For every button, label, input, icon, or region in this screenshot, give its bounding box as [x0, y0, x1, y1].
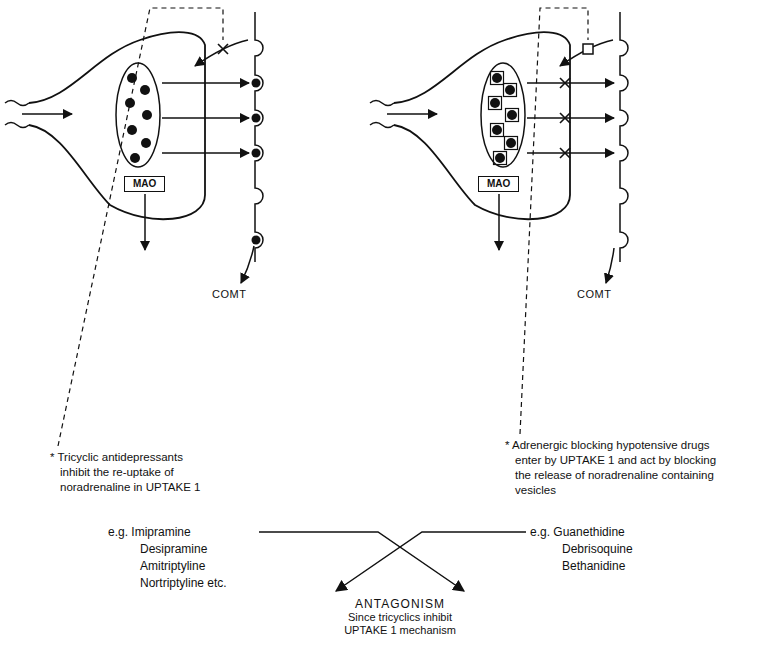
annotation-note: * Adrenergic blocking hypotensive drugs … — [505, 438, 720, 498]
heading: ANTAGONISM — [330, 597, 470, 611]
drug-names: e.g. Guanethidine Debrisoquine Bethanidi… — [562, 524, 677, 575]
comt-arrow — [606, 248, 614, 283]
mao-arrow — [144, 194, 146, 250]
connector-arrow — [336, 532, 526, 591]
explanation: Since tricyclics inhibit UPTAKE 1 mechan… — [330, 611, 470, 637]
leader-dashed — [520, 8, 588, 434]
connector-arrow — [259, 532, 464, 591]
drug-square — [583, 44, 593, 54]
enzyme-box: MAO — [478, 176, 519, 192]
drug-list: e.g. Imipramine Desipramine Amitriptylin… — [108, 524, 255, 592]
blocked-release-crosses — [560, 78, 570, 158]
enzyme-label: MAO — [487, 178, 510, 190]
annotation-note: * Tricyclic antidepressants inhibit the … — [50, 450, 210, 495]
enzyme-label: COMT — [212, 288, 246, 301]
nerve-terminal — [5, 12, 263, 262]
drug-list: e.g. Guanethidine Debrisoquine Bethanidi… — [530, 524, 677, 575]
comt-arrow — [241, 246, 254, 283]
drug-names: e.g. Imipramine Desipramine Amitriptylin… — [140, 524, 255, 592]
nerve-terminal — [370, 12, 628, 262]
enzyme-box: MAO — [124, 176, 165, 192]
enzyme-label: MAO — [133, 178, 156, 190]
drug-bound-vesicle-squares — [489, 72, 519, 165]
blocked-uptake-cross — [218, 44, 228, 54]
enzyme-label: COMT — [577, 288, 611, 301]
leader-dashed — [58, 8, 223, 446]
conclusion-block: ANTAGONISMSince tricyclics inhibit UPTAK… — [330, 594, 470, 637]
mao-arrow — [498, 194, 500, 250]
receptor-dots — [252, 79, 261, 245]
